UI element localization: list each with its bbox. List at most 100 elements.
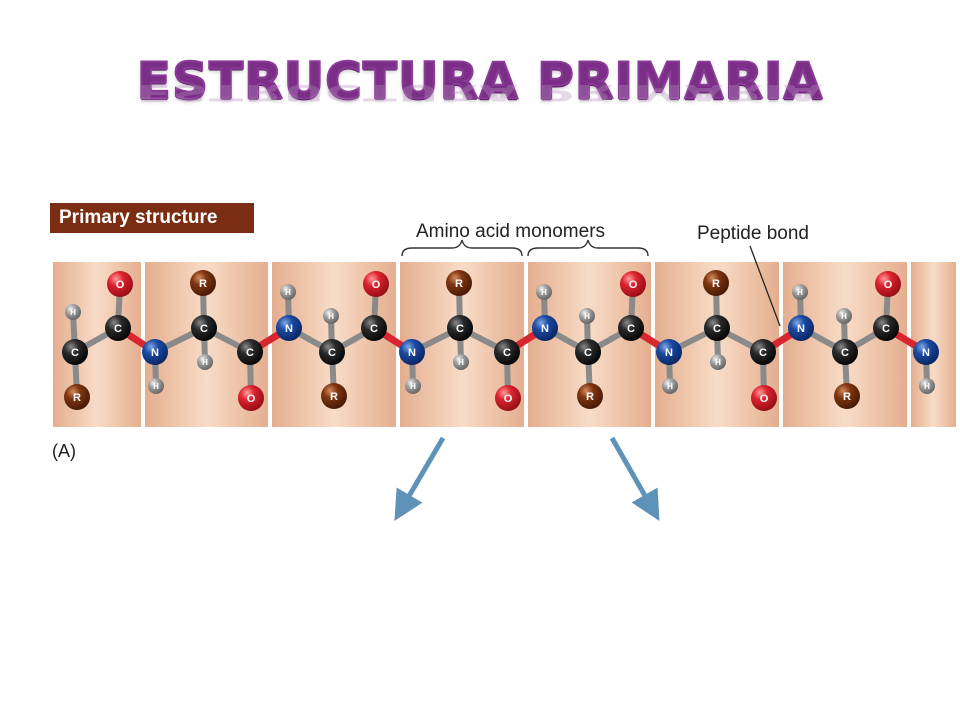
- atom-sphere: [62, 339, 88, 365]
- atom-sphere: [280, 284, 296, 300]
- atom-sphere: [405, 378, 421, 394]
- atom-sphere: [363, 271, 389, 297]
- hydrogen-atom: H: [792, 284, 808, 300]
- carbon-atom: C: [575, 339, 601, 365]
- atom-letter: R: [712, 278, 720, 290]
- carbon-atom: C: [832, 339, 858, 365]
- atom-sphere: [197, 354, 213, 370]
- slide-title: ESTRUCTURA PRIMARIA: [136, 52, 824, 110]
- nitrogen-atom: N: [656, 339, 682, 365]
- carbon-atom: C: [750, 339, 776, 365]
- atom-letter: C: [114, 323, 122, 335]
- arrow-left: [394, 436, 446, 521]
- atom-letter: H: [458, 358, 464, 367]
- monomers-caption: Amino acid monomers: [416, 221, 606, 242]
- hydrogen-atom: H: [579, 308, 595, 324]
- atom-sphere: [656, 339, 682, 365]
- atom-letter: N: [285, 323, 293, 335]
- arrow-right: [609, 436, 660, 522]
- atom-letter: H: [153, 382, 159, 391]
- side-chain-atom: R: [577, 383, 603, 409]
- atom-letter: C: [759, 347, 767, 359]
- nitrogen-atom: N: [788, 315, 814, 341]
- atom-sphere: [105, 315, 131, 341]
- atom-letter: C: [246, 347, 254, 359]
- atom-letter: C: [456, 323, 464, 335]
- atom-letter: O: [504, 393, 513, 405]
- atom-sphere: [142, 339, 168, 365]
- atom-letter: H: [584, 312, 590, 321]
- atom-sphere: [577, 383, 603, 409]
- oxygen-atom: O: [107, 271, 133, 297]
- atom-sphere: [276, 315, 302, 341]
- hydrogen-atom: H: [453, 354, 469, 370]
- atom-sphere: [703, 270, 729, 296]
- panel-label: (A): [52, 441, 76, 461]
- atom-letter: C: [584, 347, 592, 359]
- atom-letter: R: [73, 392, 81, 404]
- atom-letter: N: [665, 347, 673, 359]
- nitrogen-atom: N: [532, 315, 558, 341]
- carbon-atom: C: [873, 315, 899, 341]
- carbon-atom: C: [361, 315, 387, 341]
- atom-sphere: [710, 354, 726, 370]
- atom-letter: H: [924, 382, 930, 391]
- atom-letter: C: [328, 347, 336, 359]
- atom-letter: H: [328, 312, 334, 321]
- atom-letter: C: [882, 323, 890, 335]
- atom-sphere: [446, 270, 472, 296]
- atom-sphere: [579, 308, 595, 324]
- oxygen-atom: O: [875, 271, 901, 297]
- oxygen-atom: O: [495, 385, 521, 411]
- side-chain-atom: R: [446, 270, 472, 296]
- atom-sphere: [399, 339, 425, 365]
- atom-letter: R: [586, 391, 594, 403]
- atom-sphere: [190, 270, 216, 296]
- atom-letter: N: [151, 347, 159, 359]
- side-chain-atom: R: [834, 383, 860, 409]
- atom-sphere: [453, 354, 469, 370]
- atom-letter: H: [797, 288, 803, 297]
- atom-sphere: [919, 378, 935, 394]
- atom-letter: H: [202, 358, 208, 367]
- atom-sphere: [447, 315, 473, 341]
- hydrogen-atom: H: [323, 308, 339, 324]
- hydrogen-atom: H: [662, 378, 678, 394]
- atom-sphere: [64, 384, 90, 410]
- atom-sphere: [323, 308, 339, 324]
- hydrogen-atom: H: [536, 284, 552, 300]
- atom-sphere: [836, 308, 852, 324]
- atom-sphere: [107, 271, 133, 297]
- atom-letter: N: [797, 323, 805, 335]
- nitrogen-atom: N: [276, 315, 302, 341]
- atom-letter: O: [884, 279, 893, 291]
- oxygen-atom: O: [238, 385, 264, 411]
- atom-sphere: [494, 339, 520, 365]
- hydrogen-atom: H: [65, 304, 81, 320]
- atom-sphere: [361, 315, 387, 341]
- oxygen-atom: O: [751, 385, 777, 411]
- atom-sphere: [662, 378, 678, 394]
- atom-sphere: [148, 378, 164, 394]
- carbon-atom: C: [191, 315, 217, 341]
- carbon-atom: C: [62, 339, 88, 365]
- oxygen-atom: O: [363, 271, 389, 297]
- atom-letter: O: [116, 279, 125, 291]
- atom-letter: C: [370, 323, 378, 335]
- atom-sphere: [875, 271, 901, 297]
- atom-letter: H: [70, 308, 76, 317]
- hydrogen-atom: H: [710, 354, 726, 370]
- atom-letter: H: [841, 312, 847, 321]
- side-chain-atom: R: [190, 270, 216, 296]
- atom-letter: C: [627, 323, 635, 335]
- oxygen-atom: O: [620, 271, 646, 297]
- side-chain-atom: R: [321, 383, 347, 409]
- atom-sphere: [321, 383, 347, 409]
- nitrogen-atom: N: [399, 339, 425, 365]
- hydrogen-atom: H: [405, 378, 421, 394]
- carbon-atom: C: [447, 315, 473, 341]
- carbon-atom: C: [237, 339, 263, 365]
- atom-letter: C: [200, 323, 208, 335]
- atom-letter: H: [667, 382, 673, 391]
